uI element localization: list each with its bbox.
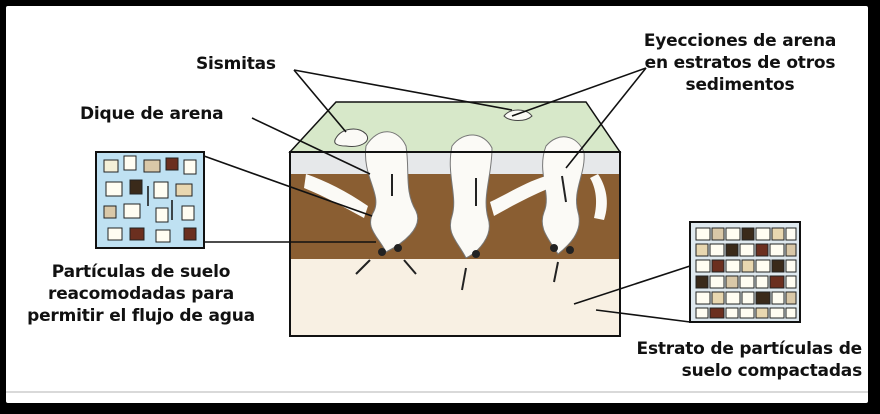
left-inset [96, 152, 204, 248]
label-eyecciones-line-2: en estratos de otros [622, 52, 858, 74]
label-particulas-line-2: reacomodadas para [10, 283, 272, 305]
label-eyecciones-line-3: sedimentos [622, 74, 858, 96]
label-estrato-line-2: suelo compactadas [626, 360, 862, 382]
label-particulas-line-1: Partículas de suelo [10, 261, 272, 283]
label-particulas-line-3: permitir el flujo de agua [10, 305, 272, 327]
soil-block [290, 102, 620, 336]
label-eyecciones: Eyecciones de arena en estratos de otros… [622, 30, 858, 96]
label-estrato-line-1: Estrato de partículas de [626, 338, 862, 360]
label-dique-de-arena: Dique de arena [80, 103, 223, 125]
sand-dike-center [450, 135, 492, 258]
label-particulas-reacomodadas: Partículas de suelo reacomodadas para pe… [10, 261, 272, 327]
right-inset [690, 222, 800, 322]
label-estrato-compactado: Estrato de partículas de suelo compactad… [626, 338, 862, 382]
label-sismitas: Sismitas [196, 53, 276, 75]
figure-frame: Sismitas Dique de arena Eyecciones de ar… [6, 6, 868, 403]
label-eyecciones-line-1: Eyecciones de arena [622, 30, 858, 52]
